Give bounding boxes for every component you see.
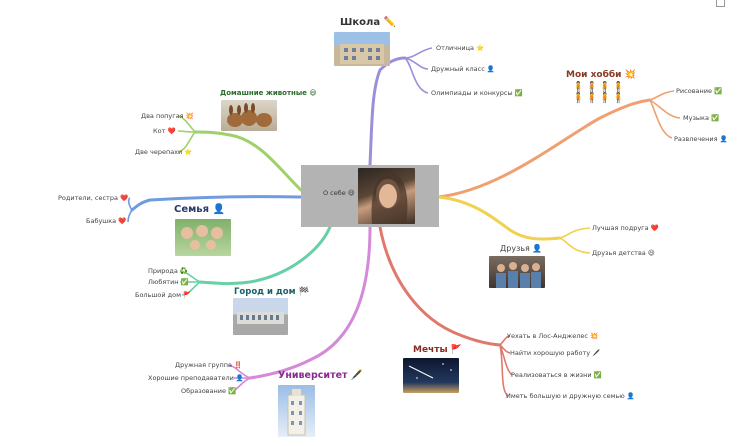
hobby-item-entertainment[interactable]: Развлечения 👤 — [674, 135, 728, 143]
school-item-olympiads[interactable]: Олимпиады и конкурсы ✅ — [431, 89, 523, 97]
city-title[interactable]: Город и дом 🏁 — [234, 287, 310, 297]
city-photo — [233, 298, 288, 335]
friends-photo — [489, 256, 545, 288]
hobbies-people-icons: 🧍🧍🧍🧍🧍🧍🧍🧍 — [572, 82, 626, 104]
dream-item-job[interactable]: Найти хорошую работу 🖋️ — [510, 349, 601, 357]
school-title[interactable]: Школа ✏️ — [340, 17, 397, 28]
pets-item-turtles[interactable]: Две черепахи ⭐ — [135, 148, 193, 156]
dreams-title[interactable]: Мечты 🚩 — [413, 345, 462, 355]
city-item-house[interactable]: Большой дом 🚩 — [135, 291, 192, 299]
school-photo — [334, 32, 390, 66]
hobbies-title[interactable]: Мои хобби 💥 — [566, 70, 636, 80]
pets-item-cat[interactable]: Кот ❤️ — [153, 127, 176, 135]
dreams-photo — [403, 358, 459, 393]
central-topic-label: О себе 😃 — [323, 189, 355, 197]
city-item-lyubytino[interactable]: Любятин ✅ — [148, 278, 189, 286]
pets-item-parrots[interactable]: Два попугая 💥 — [141, 112, 194, 120]
city-item-nature[interactable]: Природа ♻️ — [148, 267, 188, 275]
school-item-excellent[interactable]: Отличница ⭐ — [436, 44, 485, 52]
school-item-class[interactable]: Дружный класс 👤 — [431, 65, 495, 73]
dream-item-realize[interactable]: Реализоваться в жизни ✅ — [511, 371, 602, 379]
pets-title[interactable]: Домашние животные 😃 — [220, 89, 317, 97]
university-item-teachers[interactable]: Хорошие преподаватели 👤 — [148, 374, 244, 382]
hobby-item-music[interactable]: Музыка ✅ — [683, 114, 720, 122]
dream-item-la[interactable]: Уехать в Лос-Анджелес 💥 — [507, 332, 599, 340]
central-portrait-photo — [358, 168, 415, 224]
family-title[interactable]: Семья 👤 — [174, 204, 225, 215]
dream-item-family[interactable]: Иметь большую и дружную семью 👤 — [506, 392, 635, 400]
family-item-parents[interactable]: Родители, сестра ❤️ — [58, 194, 129, 202]
friends-item-childhood[interactable]: Друзья детства 😃 — [592, 249, 655, 257]
university-item-education[interactable]: Образование ✅ — [181, 387, 237, 395]
friends-title[interactable]: Друзья 👤 — [500, 244, 543, 253]
university-title[interactable]: Университет 🖋️ — [278, 370, 363, 381]
friends-item-best[interactable]: Лучшая подруга ❤️ — [592, 224, 659, 232]
pets-photo — [221, 100, 277, 131]
university-photo — [278, 385, 315, 437]
university-item-group[interactable]: Дружная группа ‼️ — [175, 361, 243, 369]
family-photo — [175, 219, 231, 256]
window-control-box[interactable] — [716, 0, 725, 7]
family-item-grandma[interactable]: Бабушка ❤️ — [86, 217, 127, 225]
hobby-item-drawing[interactable]: Рисование ✅ — [676, 87, 723, 95]
